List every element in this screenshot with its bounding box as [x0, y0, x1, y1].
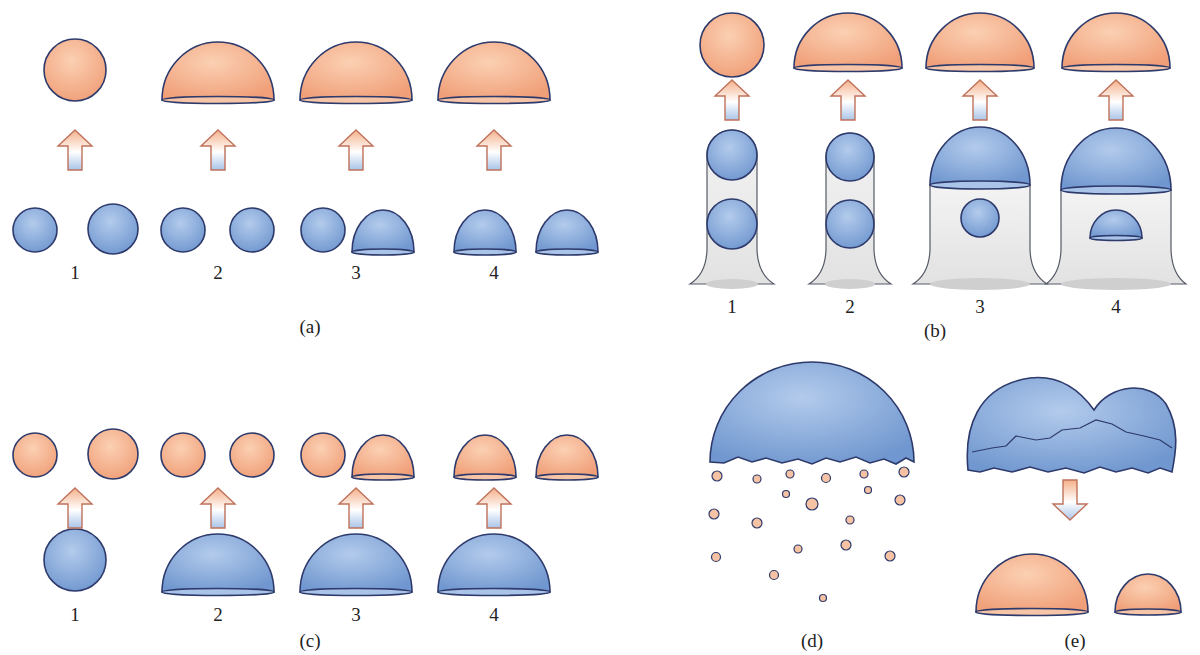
panel-label: (c)	[299, 631, 320, 650]
panel-label: (e)	[1064, 631, 1085, 650]
callout-number: 3	[351, 605, 361, 624]
callout-number: 3	[351, 263, 361, 282]
callout-number: 4	[489, 263, 499, 282]
callout-number: 2	[845, 297, 855, 316]
panel-label: (b)	[924, 321, 946, 340]
callout-number: 1	[70, 605, 80, 624]
callout-number: 4	[489, 605, 499, 624]
callout-number: 2	[213, 263, 223, 282]
callout-number: 2	[213, 605, 223, 624]
callout-number: 4	[1111, 297, 1121, 316]
callout-number: 1	[70, 263, 80, 282]
callout-number: 1	[727, 297, 737, 316]
panel-label: (d)	[801, 631, 823, 650]
panel-label: (a)	[299, 317, 320, 336]
callout-number: 3	[975, 297, 985, 316]
